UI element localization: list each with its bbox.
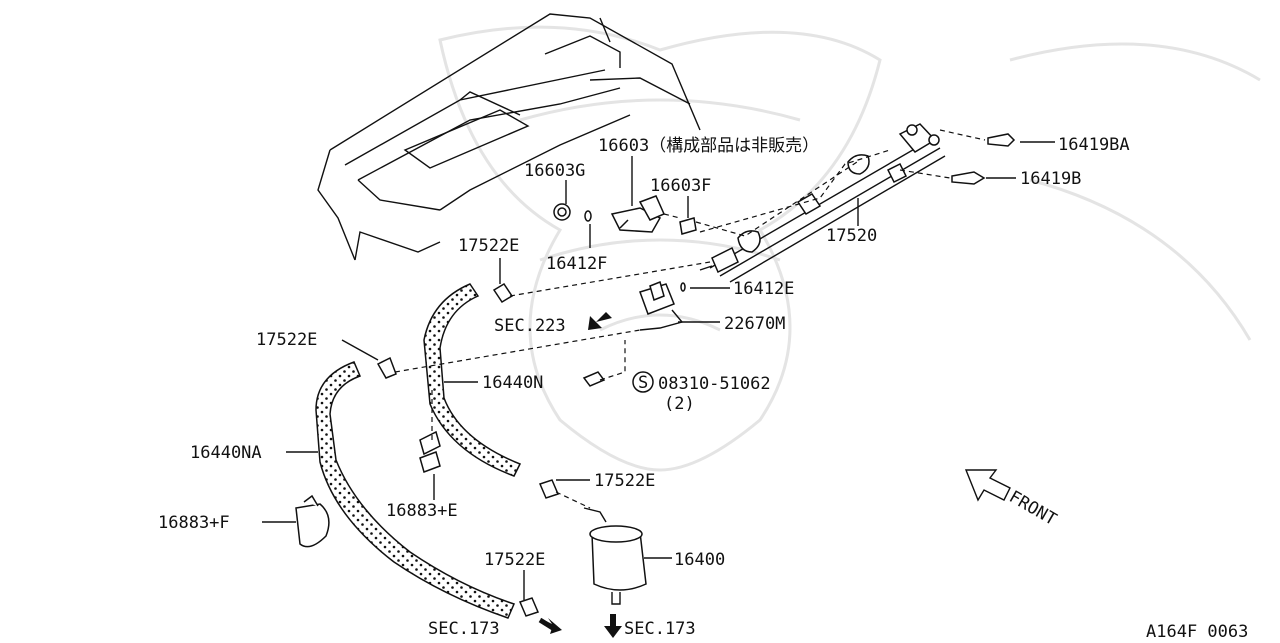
- label-sec173-left: SEC.173: [428, 619, 500, 639]
- front-arrow-icon: [964, 469, 1011, 502]
- hose-16440NA: [315, 361, 516, 619]
- label-22670M: 22670M: [724, 314, 785, 334]
- label-17522E-mid: 17522E: [594, 471, 655, 491]
- label-16883E: 16883+E: [386, 501, 458, 521]
- label-17522E-bot: 17522E: [484, 550, 545, 570]
- label-front: FRONT: [1006, 487, 1060, 530]
- label-08310-qty: (2): [664, 394, 695, 414]
- label-16440NA: 16440NA: [190, 443, 262, 463]
- label-sec173-right: SEC.173: [624, 619, 696, 639]
- label-16412E: 16412E: [733, 279, 794, 299]
- label-17522E-left: 17522E: [256, 330, 317, 350]
- arrow-sec173-left-icon: [538, 617, 562, 634]
- label-16419B: 16419B: [1020, 169, 1081, 189]
- hose-16440N: [423, 283, 522, 477]
- label-16603F: 16603F: [650, 176, 711, 196]
- bolt-08310: [582, 371, 654, 393]
- label-16440N: 16440N: [482, 373, 543, 393]
- label-17520: 17520: [826, 226, 877, 246]
- diagram-code: A164F 0063: [1146, 622, 1248, 639]
- clamps-17522E: [295, 282, 560, 617]
- fuel-rail-17520: [699, 123, 946, 283]
- label-16400: 16400: [674, 550, 725, 570]
- pressure-regulator-22670M: [639, 280, 686, 331]
- dashed-leaders: [394, 129, 986, 509]
- label-17522E-top: 17522E: [458, 236, 519, 256]
- label-16603: 16603（構成部品は非販売）: [598, 136, 819, 156]
- label-16412F: 16412F: [546, 254, 607, 274]
- s-mark: S: [638, 373, 648, 393]
- leader-lines: [262, 141, 1055, 600]
- arrow-sec223-icon: [588, 312, 612, 330]
- label-16419BA: 16419BA: [1058, 135, 1130, 155]
- label-sec223: SEC.223: [494, 316, 566, 336]
- arrow-sec173-right-icon: [604, 614, 622, 638]
- label-08310: 08310-51062: [658, 374, 771, 394]
- fuel-filter-16400: [583, 507, 647, 605]
- injector-16603: [553, 133, 1016, 235]
- label-16883F: 16883+F: [158, 513, 230, 533]
- label-16603G: 16603G: [524, 161, 585, 181]
- engine-outline: [317, 13, 701, 261]
- watermark-emblem: [438, 25, 1261, 472]
